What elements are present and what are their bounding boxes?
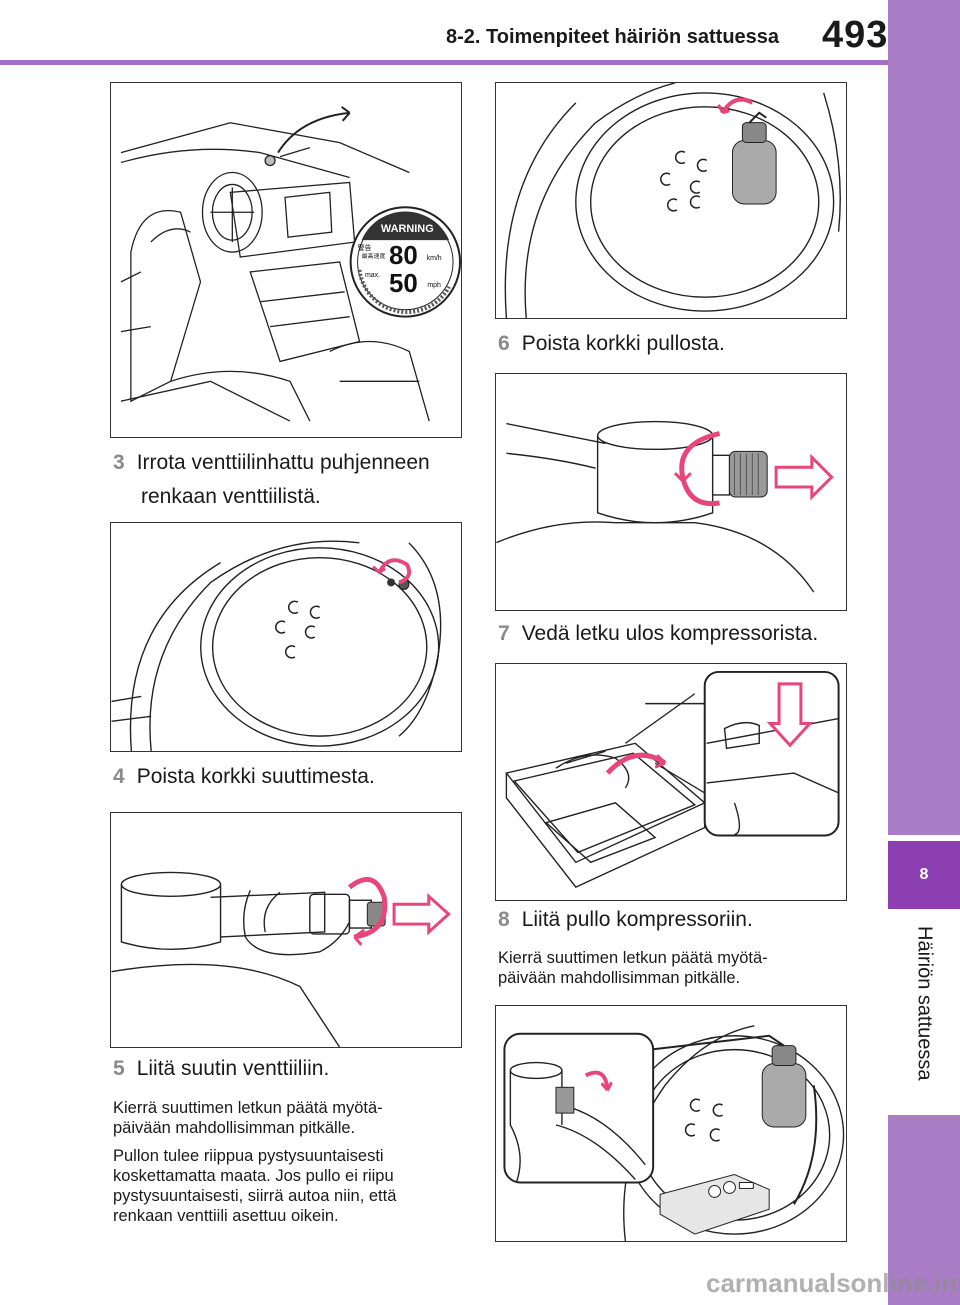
step-5-note-2-line1: Pullon tulee riippua pystysuuntaisesti: [113, 1147, 384, 1165]
step-8-note: Kierrä suuttimen letkun päätä myötä- päi…: [498, 948, 768, 988]
step-5-note-1: Kierrä suuttimen letkun päätä myötä- päi…: [113, 1098, 383, 1138]
step-8-text: Liitä pullo kompressoriin.: [521, 908, 753, 931]
figure-car-interior-warning-sticker: WARNING 80 50 km/h mph max. 最高速度 警告: [110, 82, 462, 438]
step-3: 3 Irrota venttiilinhattu puhjenneen renka…: [113, 446, 430, 514]
step-5-note-2-line4: renkaan venttiili asettuu oikein.: [113, 1207, 339, 1225]
section-title: 8-2. Toimenpiteet häiriön sattuessa: [446, 26, 780, 48]
sticker-kanji-warning: 警告: [358, 243, 372, 252]
step-5-text: Liitä suutin venttiiliin.: [136, 1057, 330, 1080]
figure-pull-hose-compressor: [495, 663, 847, 901]
sticker-max-label: max.: [365, 272, 380, 279]
step-6-text: Poista korkki pullosta.: [521, 332, 725, 355]
step-7-text: Vedä letku ulos kompressorista.: [521, 622, 819, 645]
step-4-number: 4: [113, 765, 125, 788]
figure-wheel-valve-cap: [110, 522, 462, 752]
step-6-number: 6: [498, 332, 510, 355]
step-4: 4 Poista korkki suuttimesta.: [113, 760, 375, 794]
warning-sticker: WARNING 80 50 km/h mph max. 最高速度 警告: [349, 206, 461, 318]
step-5-note-2: Pullon tulee riippua pystysuuntaisesti k…: [113, 1146, 396, 1226]
header-divider: [0, 60, 888, 65]
step-5-note-1-line1: Kierrä suuttimen letkun päätä myötä-: [113, 1099, 383, 1117]
car-interior-illustration: WARNING 80 50 km/h mph max. 最高速度 警告: [120, 106, 461, 422]
step-5-note-2-line3: pystysuuntaisesti, siirrä autoa niin, et…: [113, 1187, 397, 1205]
sticker-unit-kmh: km/h: [427, 255, 442, 262]
step-4-text: Poista korkki suuttimesta.: [136, 765, 375, 788]
sticker-kanji-label: 最高速度: [362, 252, 386, 260]
step-5-number: 5: [113, 1057, 125, 1080]
step-5-note-2-line2: koskettamatta maata. Jos pullo ei riipu: [113, 1167, 394, 1185]
sticker-speed-kmh: 80: [389, 242, 418, 270]
figure-remove-bottle-cap: [495, 373, 847, 611]
step-3-text-line1: Irrota venttiilinhattu puhjenneen: [136, 451, 430, 474]
step-5: 5 Liitä suutin venttiiliin.: [113, 1052, 329, 1086]
step-8-note-line1: Kierrä suuttimen letkun päätä myötä-: [498, 949, 768, 967]
chapter-number: 8: [888, 841, 960, 909]
chapter-label: Häiriön sattuessa: [913, 926, 936, 1081]
figure-remove-nozzle-cap: [110, 812, 462, 1048]
step-7: 7 Vedä letku ulos kompressorista.: [498, 617, 818, 651]
watermark: carmanualsonline.info: [706, 1268, 960, 1298]
step-6: 6 Poista korkki pullosta.: [498, 327, 725, 361]
step-8: 8 Liitä pullo kompressoriin.: [498, 903, 753, 937]
step-3-text-line2: renkaan venttiilistä.: [141, 485, 321, 508]
page-number: 493: [822, 14, 889, 56]
step-3-number: 3: [113, 451, 125, 474]
step-8-note-line2: päivään mahdollisimman pitkälle.: [498, 969, 741, 987]
figure-connect-bottle-compressor: [495, 1005, 847, 1242]
step-8-number: 8: [498, 908, 510, 931]
step-5-note-1-line2: päivään mahdollisimman pitkälle.: [113, 1119, 356, 1137]
step-7-number: 7: [498, 622, 510, 645]
figure-bottle-cap-wheel: [495, 82, 847, 319]
sticker-speed-mph: 50: [389, 270, 418, 298]
sticker-unit-mph: mph: [427, 282, 441, 289]
chapter-label-box: [888, 915, 960, 1115]
sticker-warning-text: WARNING: [381, 223, 434, 235]
